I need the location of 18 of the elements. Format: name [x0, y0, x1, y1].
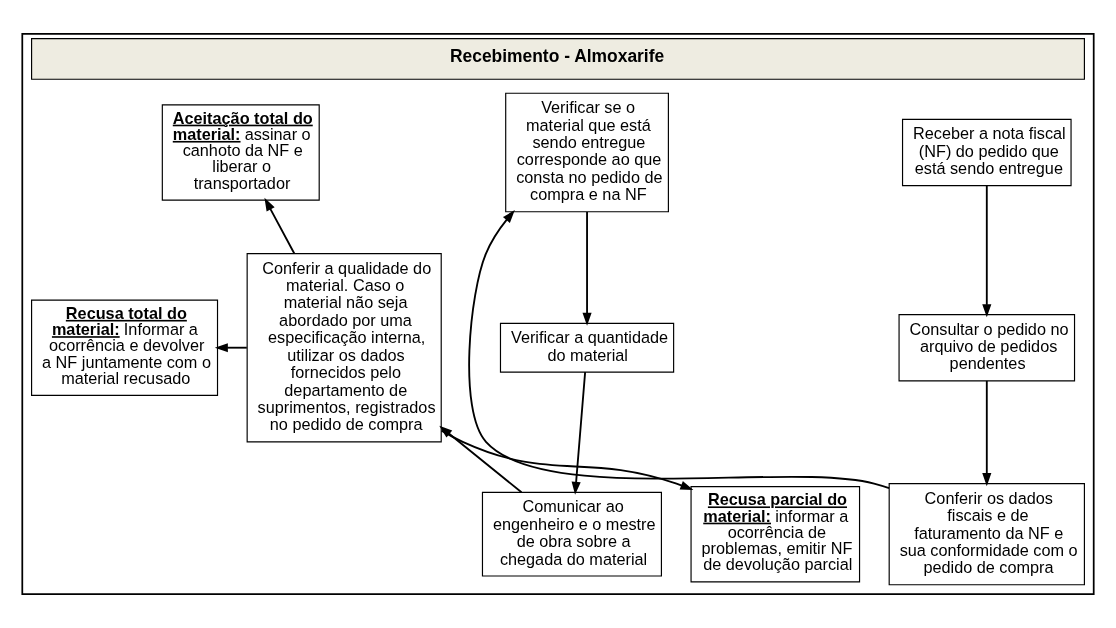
node-box: Comunicar ao engenheiro e o mestre de obra sobre a chegada do material [481, 491, 662, 577]
node-box: Receber a nota fiscal (NF) do pedido que está sendo entregue [901, 118, 1072, 187]
node-box: Verificar a quantidade do material [499, 322, 675, 373]
arrow [440, 429, 694, 490]
arrow [264, 197, 296, 255]
node-box: Consultar o pedido no arquivo de pedidos pendentes [898, 314, 1076, 382]
arrow [468, 210, 890, 490]
node-box: Recusa total do material: Informar a ocorrência e devolver a NF juntamente com o material recusado [31, 299, 219, 396]
arrow [982, 185, 992, 318]
node-box: Recusa parcial do material: informar a ocorrência de problemas, emitir NF de devolução parcial [690, 486, 861, 583]
arrow [582, 211, 592, 326]
node-box: Conferir a qualidade do material. Caso o material não seja abordado por uma especificação interna, utilizar os dados fornecidos pelo departamento de suprimentos, registrados no pedido de compra [246, 253, 442, 443]
node-box: Aceitação total do material: assinar o canhoto da NF e liberar o transportador [161, 104, 320, 201]
arrow [571, 371, 587, 495]
arrow [982, 380, 992, 487]
arrow [214, 343, 248, 353]
node-box: Verificar se o material que está sendo entregue corresponde ao que consta no pedido de compra e na NF [505, 92, 669, 213]
node-box: Conferir os dados fiscais e de faturamento da NF e sua conformidade com o pedido de compra [888, 483, 1085, 586]
